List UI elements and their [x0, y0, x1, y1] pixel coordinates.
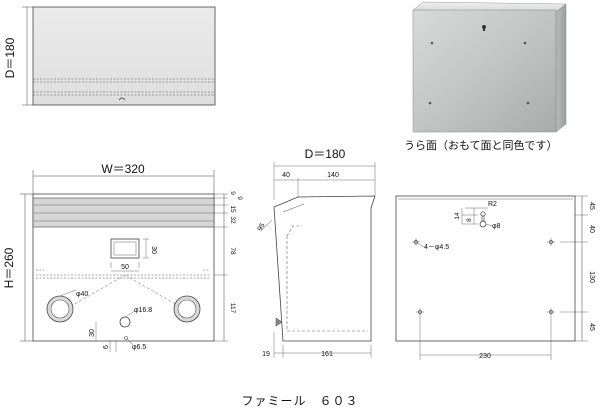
back-holes-dim: 4－φ4.5: [424, 244, 449, 251]
front-right-dim-3: 15: [229, 205, 236, 213]
hole-center: [119, 316, 131, 328]
back-bottom-dim: 230: [479, 353, 491, 360]
side-view: D＝180 40 140 95 19 161: [257, 147, 376, 358]
back-right-dim-2: 40: [588, 225, 595, 233]
front-right-dim-1: 9: [229, 191, 236, 195]
front-right-dim-2: 9: [236, 196, 243, 200]
product-photo: [412, 1, 567, 133]
slot-width-dim: 50: [121, 264, 129, 271]
front-right-dim-5: 78: [229, 247, 236, 255]
back-view: 14 8 R2 φ8 4－φ4.5 45: [395, 195, 595, 360]
side-top-dim-2: 140: [327, 172, 339, 179]
top-view-depth-label: D＝180: [3, 37, 17, 78]
front-view: W＝320 50 30 φ40: [2, 162, 243, 352]
front-width-label: W＝320: [101, 162, 145, 176]
top-view: D＝180: [3, 6, 216, 106]
side-bottom-dim-2: 161: [321, 351, 333, 358]
product-name-caption: ファミール ６０３: [241, 394, 359, 408]
small-hole-dim: φ16.8: [134, 307, 152, 314]
back-dim-8: 8: [466, 218, 473, 222]
side-angle-dim: 95: [257, 222, 267, 232]
mount-holes: [412, 238, 555, 316]
back-radius: R2: [488, 201, 497, 208]
bottom-dim-b: 6: [103, 345, 110, 349]
side-depth-label: D＝180: [305, 147, 346, 161]
side-bottom-dim-1: 19: [262, 351, 270, 358]
back-right-dim-1: 45: [588, 202, 595, 210]
back-dim-14: 14: [454, 212, 461, 220]
side-top-dim-1: 40: [282, 172, 290, 179]
back-right-dim-3: 130: [588, 271, 595, 283]
back-phi8: φ8: [492, 223, 501, 230]
front-height-label: H＝260: [2, 247, 16, 288]
slot-height-dim: 30: [150, 246, 157, 254]
large-hole-dim: φ40: [76, 291, 88, 298]
back-right-dim-4: 45: [588, 323, 595, 331]
keyhole-top-icon: [480, 211, 486, 217]
front-right-dim-6: 117: [229, 303, 236, 314]
photo-caption: うら面（おもて面と同色です）: [404, 138, 558, 152]
front-right-dim-4: 32: [229, 216, 236, 224]
bottom-dim-a: 30: [89, 329, 96, 337]
tiny-hole-dim: φ6.5: [132, 344, 146, 351]
